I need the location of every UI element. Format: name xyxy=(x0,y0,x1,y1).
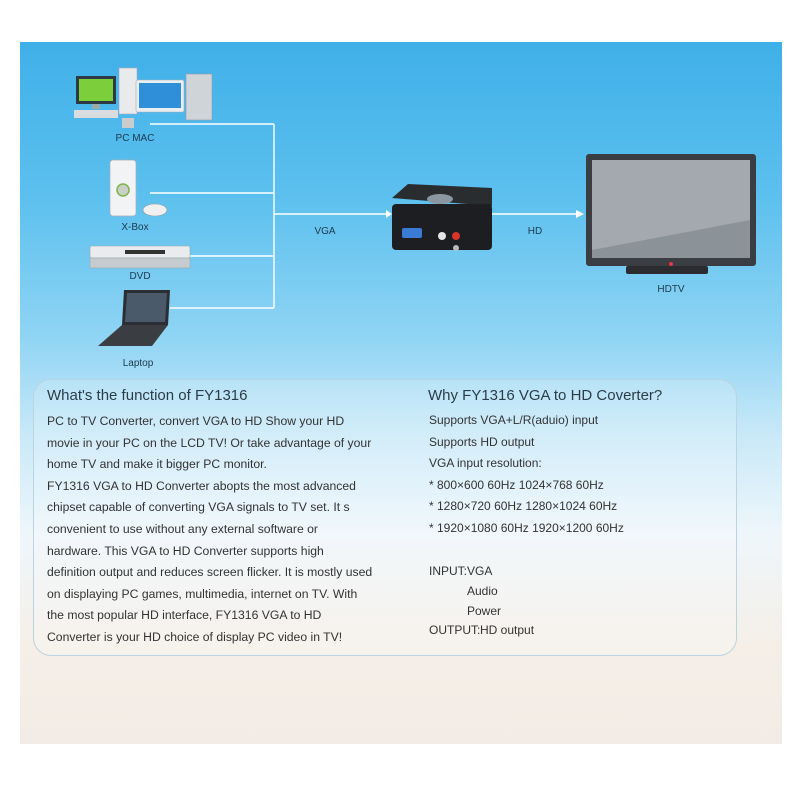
xbox-label: X-Box xyxy=(121,222,149,233)
why-line: * 1280×720 60Hz 1280×1024 60Hz xyxy=(429,499,618,514)
hdtv-label: HDTV xyxy=(657,284,685,295)
laptop-label: Laptop xyxy=(122,358,154,369)
bottom-strip xyxy=(20,744,782,800)
hdtv-icon xyxy=(586,154,756,274)
output-label: OUTPUT: xyxy=(429,623,481,637)
function-line: hardware. This VGA to HD Converter suppo… xyxy=(47,543,324,558)
function-line: Converter is your HD choice of display P… xyxy=(47,629,343,644)
why-line: Supports HD output xyxy=(429,434,535,449)
connection-diagram xyxy=(74,67,756,346)
why-list: Supports VGA+L/R(aduio) input Supports H… xyxy=(429,413,624,543)
dvd-label: DVD xyxy=(129,271,151,282)
dvd-player-icon xyxy=(89,245,191,269)
function-line: convenient to use without any external s… xyxy=(47,521,318,536)
info-box xyxy=(33,379,737,656)
function-paragraph: PC to TV Converter, convert VGA to HD Sh… xyxy=(47,411,372,649)
function-line: definition output and reduces screen fli… xyxy=(47,565,373,580)
xbox-console-icon xyxy=(109,159,168,217)
input-item-power: Power xyxy=(467,604,502,618)
why-line: Supports VGA+L/R(aduio) input xyxy=(429,413,599,427)
laptop-icon xyxy=(98,290,170,346)
function-title: What's the function of FY1316 xyxy=(47,387,248,404)
function-line: home TV and make it bigger PC monitor. xyxy=(47,457,267,472)
hd-arrow-icon xyxy=(576,210,584,218)
why-line: * 800×600 60Hz 1024×768 60Hz xyxy=(429,477,604,492)
vga-arrow-icon xyxy=(386,210,392,218)
input-label: INPUT: xyxy=(429,564,468,578)
pc-mac-label: PC MAC xyxy=(115,133,155,144)
output-value: HD output xyxy=(480,623,535,637)
why-title: Why FY1316 VGA to HD Coverter? xyxy=(428,387,663,404)
function-line: FY1316 VGA to HD Converter abopts the mo… xyxy=(47,478,356,493)
converter-box-icon xyxy=(392,184,492,251)
function-line: the most popular HD interface, FY1316 VG… xyxy=(47,608,322,623)
input-item-vga: VGA xyxy=(467,564,493,578)
input-item-audio: Audio xyxy=(467,584,498,598)
function-line: movie in your PC on the LCD TV! Or take … xyxy=(47,435,372,450)
why-line: * 1920×1080 60Hz 1920×1200 60Hz xyxy=(429,520,624,535)
why-line: VGA input resolution: xyxy=(429,456,542,471)
function-line: chipset capable of converting VGA signal… xyxy=(47,500,350,515)
vga-label: VGA xyxy=(314,226,336,237)
desktop-computers-icon xyxy=(74,67,213,128)
hd-label: HD xyxy=(527,226,543,237)
function-line: PC to TV Converter, convert VGA to HD Sh… xyxy=(47,414,345,428)
function-line: on displaying PC games, multimedia, inte… xyxy=(47,586,358,601)
